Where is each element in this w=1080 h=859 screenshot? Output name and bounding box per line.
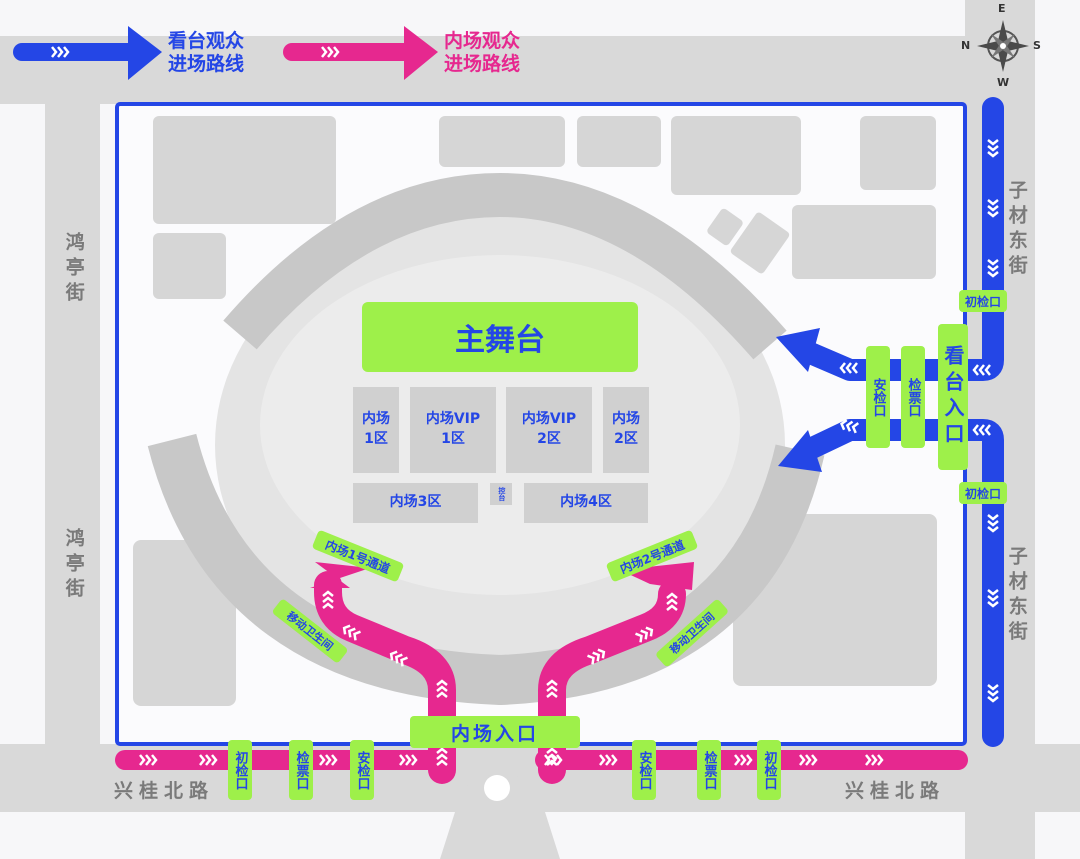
stand-route [797, 97, 1004, 747]
main-stage: 主舞台 [362, 302, 638, 372]
street-bottom-right: 兴桂北路 [845, 780, 946, 802]
upper-stand [223, 172, 787, 360]
section-infield-2: 内场 2区 [603, 387, 649, 473]
legend-infield-line1: 内场观众 [444, 30, 521, 52]
section-infield-3: 内场3区 [353, 483, 478, 523]
stand-entrance: 看台入口 [938, 324, 968, 470]
legend-infield-line2: 进场路线 [444, 52, 521, 75]
street-bottom-left: 兴桂北路 [114, 780, 215, 802]
street-left-bottom: 鸿亭街 [62, 528, 85, 603]
legend-stand-route: 看台观众 进场路线 [168, 30, 244, 76]
security-check-bottom-left: 安检口 [350, 740, 374, 800]
initial-check-bottom-right: 初检口 [757, 740, 781, 800]
ticket-check-bottom-right: 检票口 [697, 740, 721, 800]
legend-infield-route: 内场观众 进场路线 [444, 30, 520, 76]
legend-stand-line2: 进场路线 [168, 52, 245, 75]
initial-check-bottom-left: 初检口 [228, 740, 252, 800]
ticket-check-bottom-left: 检票口 [289, 740, 313, 800]
infield-entrance: 内场入口 [410, 716, 580, 748]
lower-stand [147, 433, 825, 706]
legend-blue-arrow-head [128, 26, 162, 80]
section-infield-1: 内场 1区 [353, 387, 399, 473]
street-right-top: 子材东街 [1005, 180, 1028, 280]
arrow-head-stand-upper [776, 328, 820, 372]
compass-n: N [961, 39, 971, 52]
compass-e: E [998, 2, 1006, 15]
control-console: 控台 [490, 483, 512, 505]
legend-pink-arrow-head [404, 26, 438, 80]
section-vip-1: 内场VIP 1区 [410, 387, 496, 473]
stand-security-check: 安检口 [866, 346, 890, 448]
legend-stand-line1: 看台观众 [168, 30, 245, 52]
stand-ticket-check: 检票口 [901, 346, 925, 448]
section-vip-2: 内场VIP 2区 [506, 387, 592, 473]
arrow-head-passage1 [310, 562, 370, 588]
compass-w: W [997, 76, 1010, 89]
section-infield-4: 内场4区 [524, 483, 648, 523]
street-right-bottom: 子材东街 [1005, 546, 1028, 646]
roundabout [484, 775, 510, 801]
initial-check-right-top: 初检口 [959, 290, 1007, 312]
compass-s: S [1033, 39, 1041, 52]
compass-icon [977, 20, 1029, 72]
street-left-top: 鸿亭街 [62, 232, 85, 307]
security-check-bottom-right: 安检口 [632, 740, 656, 800]
arrow-head-stand-lower [778, 430, 822, 472]
initial-check-right-bottom: 初检口 [959, 482, 1007, 504]
